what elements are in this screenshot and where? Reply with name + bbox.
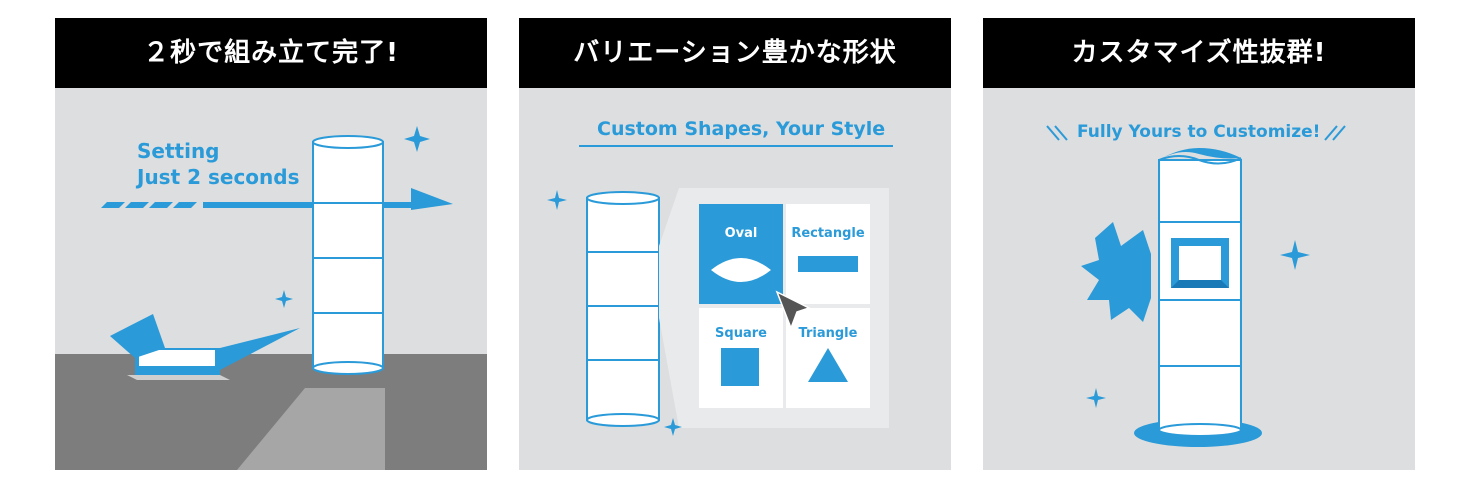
tower <box>586 191 660 427</box>
flat-box <box>110 314 300 380</box>
starburst-badge <box>1081 222 1151 322</box>
caption-line-1: Setting <box>137 139 220 163</box>
shape-card-rectangle[interactable] <box>786 204 870 304</box>
shape-label-rectangle: Rectangle <box>791 226 865 241</box>
cutout-window <box>1171 238 1229 288</box>
triangle-shape <box>808 348 848 382</box>
sparkle-icon <box>1086 388 1106 408</box>
sparkle-icon <box>404 126 430 152</box>
sparkle-icon <box>664 418 682 436</box>
setup-caption: Setting Just 2 seconds <box>137 138 300 190</box>
panel-shape-variations: バリエーション豊かな形状 Custom Shapes, Your Style O <box>519 18 951 470</box>
shape-label-oval: Oval <box>724 226 758 241</box>
light-beam <box>237 388 385 470</box>
caption-line-2: Just 2 seconds <box>137 165 300 189</box>
shapes-illustration <box>547 145 893 436</box>
cursor-icon <box>775 290 811 331</box>
sparkle-icon <box>275 290 293 308</box>
slash-decoration <box>1046 125 1346 141</box>
shape-label-square: Square <box>715 326 767 341</box>
square-shape <box>721 348 759 386</box>
panel-quick-setup: ２秒で組み立て完了! <box>55 18 487 470</box>
sparkle-icon <box>1280 240 1310 270</box>
panel-subtitle: Fully Yours to Customize! <box>1077 122 1321 142</box>
tower <box>312 135 384 375</box>
tower <box>1158 148 1242 437</box>
panel-title: バリエーション豊かな形状 <box>519 18 951 88</box>
panel-title: ２秒で組み立て完了! <box>55 18 487 88</box>
shape-label-triangle: Triangle <box>798 326 858 341</box>
oval-shape <box>711 258 771 282</box>
zoom-connector <box>659 188 679 428</box>
sparkle-icon <box>547 190 567 210</box>
panel-subtitle: Custom Shapes, Your Style <box>597 118 886 140</box>
setup-illustration <box>55 126 487 470</box>
panel-customization: カスタマイズ性抜群! Fully Yours to Customize! <box>983 18 1415 470</box>
shape-card-oval[interactable] <box>699 204 783 304</box>
speed-arrow <box>101 188 453 210</box>
rectangle-shape <box>798 256 858 272</box>
panel-title: カスタマイズ性抜群! <box>983 18 1415 88</box>
custom-illustration <box>1046 125 1346 447</box>
